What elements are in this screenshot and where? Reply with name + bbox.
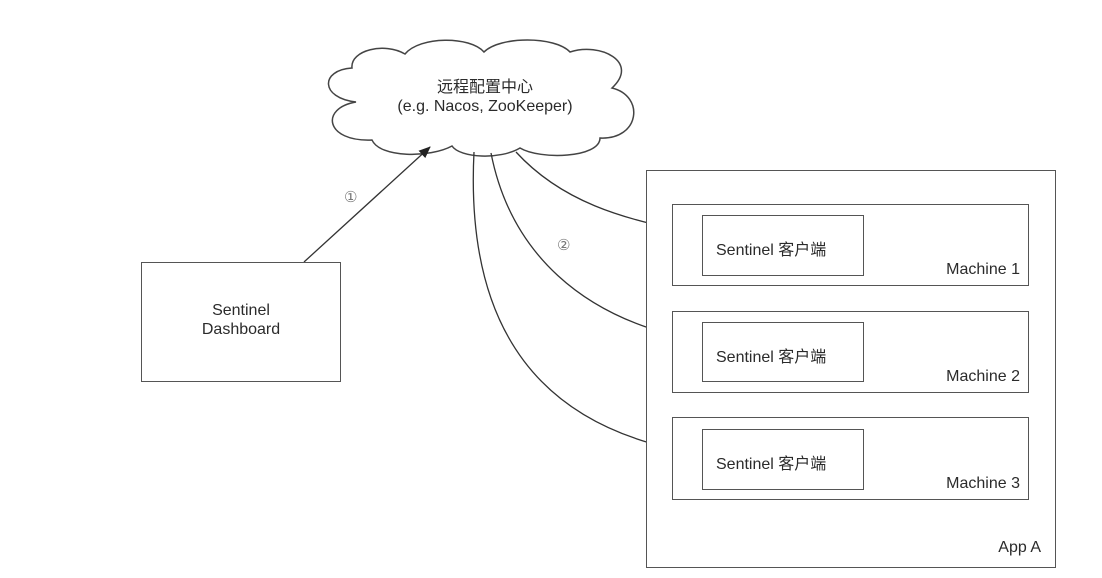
sentinel-dashboard-box[interactable]: Sentinel Dashboard <box>141 262 341 382</box>
config-center-subtitle: (e.g. Nacos, ZooKeeper) <box>397 98 573 115</box>
machine-1-label: Machine 1 <box>946 261 1020 278</box>
step-2-label: ② <box>557 237 571 254</box>
sentinel-client-2-label: Sentinel 客户端 <box>716 349 827 366</box>
step-1-label: ① <box>344 189 358 206</box>
sentinel-client-2[interactable]: Sentinel 客户端 <box>702 322 864 382</box>
config-center-label: 远程配置中心 (e.g. Nacos, ZooKeeper) <box>360 78 610 116</box>
dashboard-label-line2: Dashboard <box>201 321 281 338</box>
app-a-label: App A <box>998 539 1041 556</box>
config-center-title: 远程配置中心 <box>436 79 533 96</box>
machine-2-label: Machine 2 <box>946 368 1020 385</box>
sentinel-client-3[interactable]: Sentinel 客户端 <box>702 429 864 490</box>
sentinel-client-1[interactable]: Sentinel 客户端 <box>702 215 864 276</box>
dashboard-label-line1: Sentinel <box>212 302 270 319</box>
dashboard-label: Sentinel Dashboard <box>142 301 340 339</box>
sentinel-client-1-label: Sentinel 客户端 <box>716 242 827 259</box>
push-rule-arrow <box>303 146 431 263</box>
sync-arrow-machine-3 <box>472 151 702 458</box>
sentinel-client-3-label: Sentinel 客户端 <box>716 456 827 473</box>
machine-3-label: Machine 3 <box>946 475 1020 492</box>
